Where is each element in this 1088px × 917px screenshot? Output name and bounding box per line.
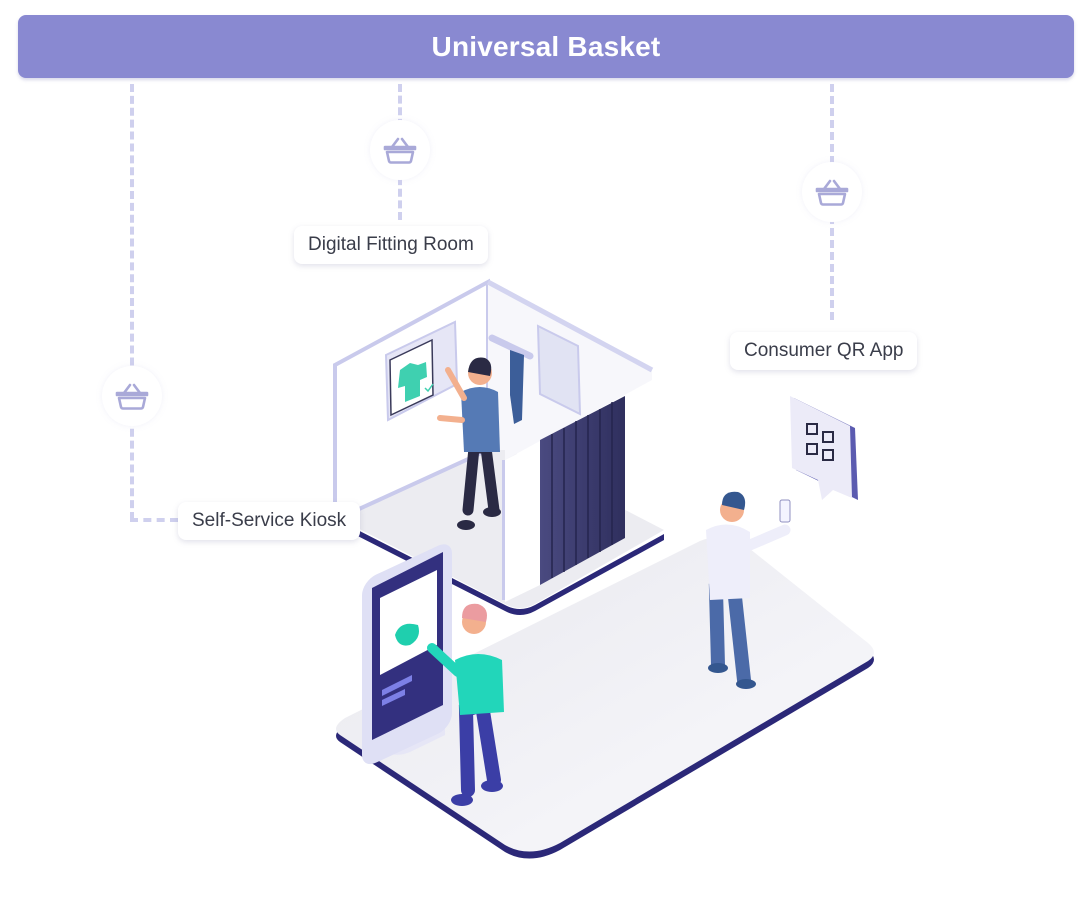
basket-node-kiosk <box>102 366 162 426</box>
label-self-service-kiosk: Self-Service Kiosk <box>178 502 361 540</box>
label-text: Self-Service Kiosk <box>192 510 347 531</box>
basket-icon <box>383 137 417 164</box>
banner-title: Universal Basket <box>431 30 661 62</box>
universal-basket-banner: Universal Basket <box>18 15 1074 78</box>
label-consumer-qr-app: Consumer QR App <box>730 332 918 370</box>
connector-kiosk-vertical <box>130 84 134 520</box>
qr-code-sign <box>790 396 858 500</box>
label-text: Digital Fitting Room <box>308 234 474 255</box>
self-service-kiosk <box>362 544 452 765</box>
basket-node-fitting-room <box>370 120 430 180</box>
basket-icon <box>815 179 849 206</box>
connector-kiosk-horizontal <box>130 518 178 522</box>
basket-node-qr-app <box>802 162 862 222</box>
qr-app-customer <box>706 491 791 689</box>
kiosk-customer <box>427 603 504 806</box>
basket-icon <box>115 383 149 410</box>
fitting-room <box>333 278 654 602</box>
label-digital-fitting-room: Digital Fitting Room <box>294 226 488 264</box>
label-text: Consumer QR App <box>744 340 904 361</box>
